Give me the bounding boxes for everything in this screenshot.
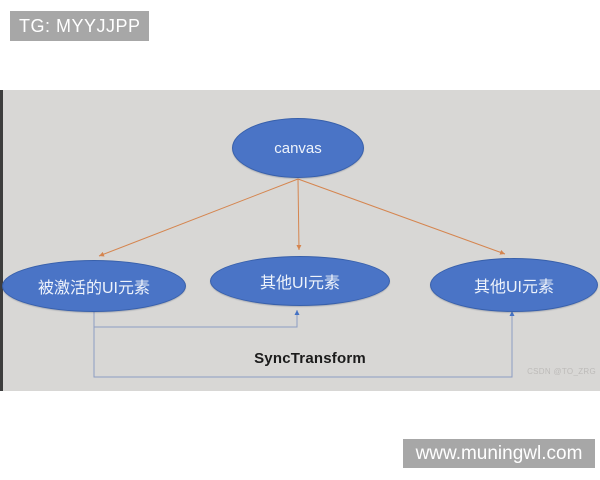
node-activated-ui-element-label: 被激活的UI元素 xyxy=(37,280,150,297)
csdn-watermark: CSDN @TO_ZRG xyxy=(527,367,596,376)
sync-edge-active-to-other-right xyxy=(93,311,515,378)
sync-edge-active-to-other-mid xyxy=(94,310,300,328)
edge-canvas-to-active xyxy=(98,178,299,257)
node-activated-ui-element: 被激活的UI元素 xyxy=(2,260,186,312)
node-canvas-label: canvas xyxy=(274,139,322,157)
connector-lines-layer xyxy=(93,178,515,378)
site-url: www.muningwl.com xyxy=(415,442,583,464)
sync-transform-label: SyncTransform xyxy=(254,350,366,367)
node-other-ui-element-right: 其他UI元素 xyxy=(430,258,598,312)
edge-canvas-to-other-mid xyxy=(296,178,302,251)
left-edge-strip xyxy=(0,90,3,391)
tg-badge-label: TG: MYYJJPP xyxy=(19,15,141,36)
node-other-ui-element-middle: 其他UI元素 xyxy=(210,256,390,306)
site-watermark-bar: www.muningwl.com xyxy=(403,439,595,468)
tg-badge: TG: MYYJJPP xyxy=(10,11,149,41)
node-other-ui-element-middle-label: 其他UI元素 xyxy=(259,275,340,292)
ui-sync-diagram: canvas 被激活的UI元素 其他UI元素 其他UI元素 SyncTransf… xyxy=(0,90,600,391)
node-other-ui-element-right-label: 其他UI元素 xyxy=(473,279,554,296)
node-canvas: canvas xyxy=(232,118,364,178)
edge-canvas-to-other-right xyxy=(297,178,506,255)
